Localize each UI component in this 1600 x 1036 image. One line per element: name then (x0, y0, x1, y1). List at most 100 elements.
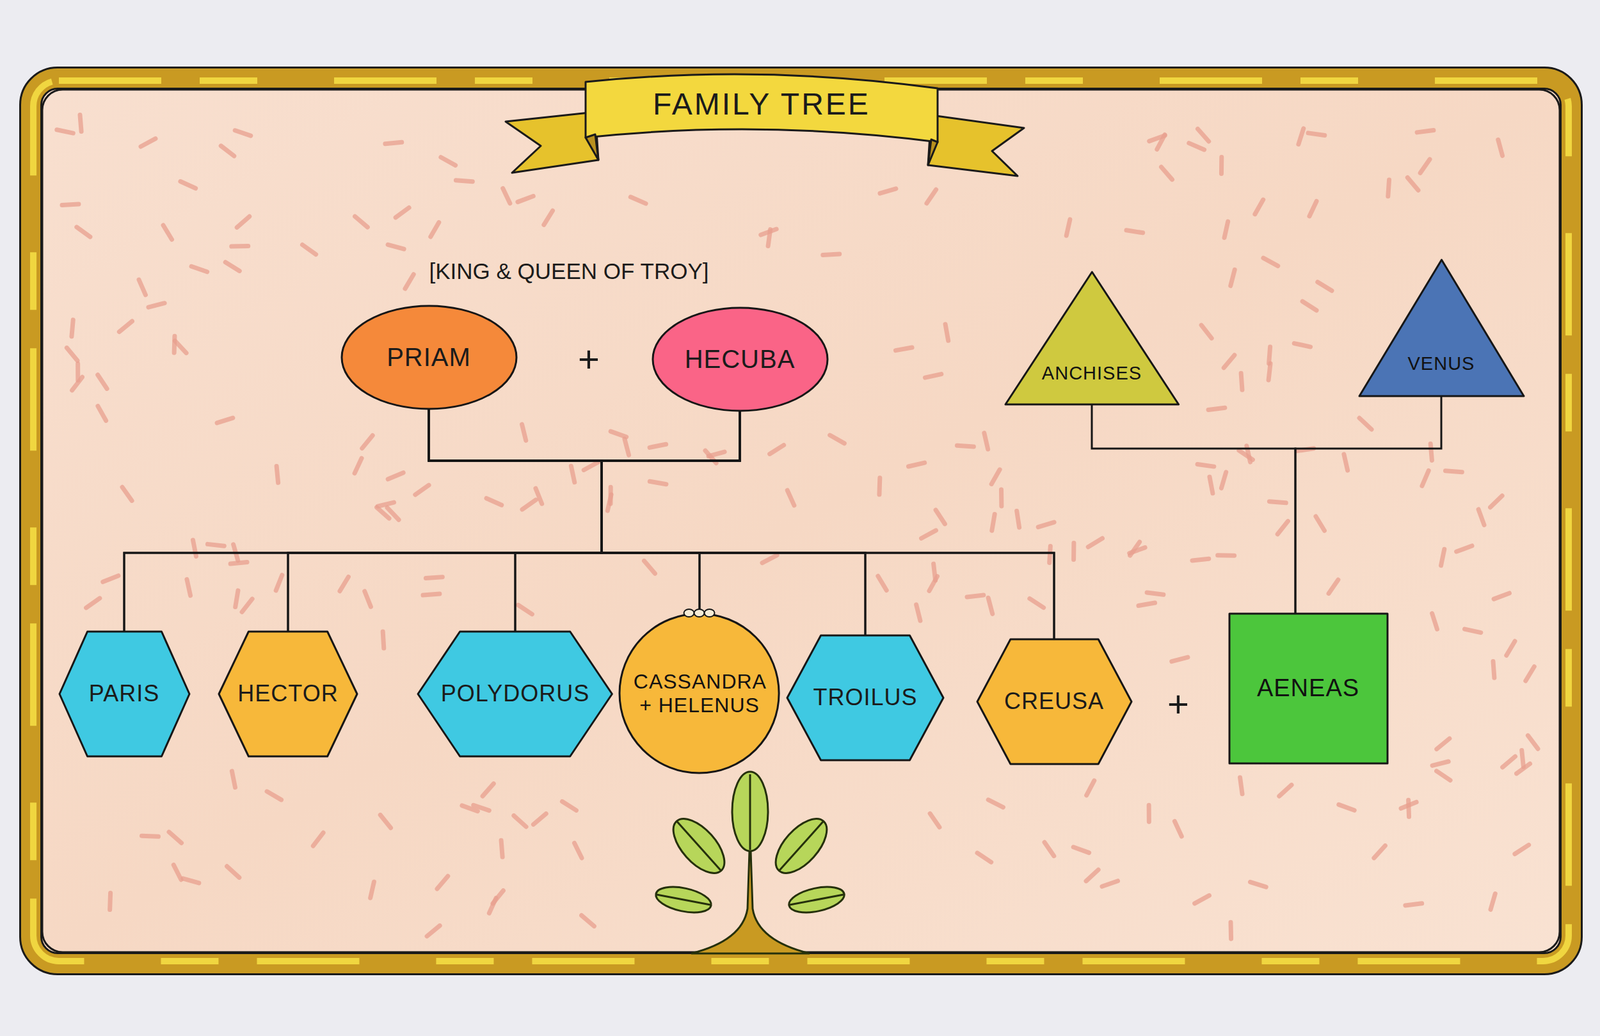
leaf-vein (749, 774, 752, 850)
dash-mark (1219, 157, 1224, 175)
dash-mark (1086, 869, 1099, 882)
dash-mark (482, 784, 494, 797)
dash-mark (1294, 343, 1311, 348)
frame-inner-line (42, 89, 1560, 953)
dash-mark (302, 244, 316, 255)
dash-mark (119, 321, 132, 333)
dash-mark (830, 435, 845, 444)
person-name: VENUS (1408, 353, 1476, 375)
dash-mark (1016, 510, 1020, 528)
dash-mark (1298, 128, 1304, 145)
dash-mark (1073, 847, 1089, 854)
dash-mark (173, 865, 182, 880)
dash-mark (1374, 846, 1385, 859)
child-hexagon: POLYDORUS (416, 630, 614, 758)
leaf (664, 810, 734, 882)
person-name: CREUSA (1004, 688, 1104, 715)
dash-mark (1416, 130, 1434, 133)
dash-mark (1432, 613, 1438, 630)
dash-mark (275, 575, 283, 591)
dash-mark (583, 462, 599, 471)
person-name: HECTOR (237, 680, 338, 707)
dash-mark (385, 142, 402, 144)
dash-mark (1102, 881, 1119, 888)
dash-mark (581, 915, 595, 927)
shape-fill (417, 631, 612, 757)
dash-mark (1498, 139, 1503, 156)
dash-mark (1493, 661, 1495, 678)
dash-mark (649, 481, 667, 484)
dash-mark (1268, 363, 1271, 381)
dash-mark (71, 320, 73, 337)
dash-mark (405, 274, 414, 289)
dash-mark (183, 878, 200, 884)
child-square: AENEAS (1227, 611, 1390, 766)
banner-tail-left (505, 112, 599, 173)
dash-mark (227, 866, 240, 878)
dash-mark (1255, 199, 1264, 215)
dash-mark (649, 444, 666, 448)
dash-mark (141, 835, 159, 837)
family-line (601, 410, 866, 637)
dash-mark (1359, 417, 1372, 430)
dash-mark (1269, 346, 1271, 364)
dash-mark (762, 555, 777, 564)
shape-fill (341, 305, 517, 409)
dash-mark (908, 462, 925, 467)
dash-mark (503, 188, 511, 203)
parent-ellipse: PRIAM (339, 304, 519, 411)
leaves-illustration (653, 771, 847, 954)
leaf-vein (677, 821, 721, 871)
family-line (601, 410, 1055, 640)
dash-mark (355, 216, 368, 228)
dash-mark (522, 424, 527, 441)
dash-mark (933, 563, 936, 581)
dash-mark (1149, 135, 1165, 142)
dash-mark (80, 115, 82, 132)
person-name: AENEAS (1256, 674, 1360, 703)
title-text: FAMILY TREE (652, 87, 871, 122)
dash-mark (1436, 738, 1450, 750)
child-hexagon: TROILUS (785, 634, 945, 762)
dash-mark (440, 157, 456, 166)
dash-mark (122, 487, 132, 501)
person-name: CASSANDRA + HELENUS (633, 670, 766, 718)
dash-mark (148, 303, 165, 308)
dash-mark (192, 540, 196, 557)
leaf-vein (656, 894, 711, 905)
dash-mark (486, 498, 502, 506)
leaf-vein (789, 894, 844, 905)
dash-mark (437, 876, 448, 889)
dash-mark (216, 417, 233, 424)
dash-mark (610, 431, 626, 438)
dash-mark (1317, 282, 1332, 292)
banner-tail-right (928, 115, 1024, 176)
dash-mark (1456, 545, 1472, 552)
dash-mark (1525, 666, 1535, 681)
dash-mark (66, 348, 78, 361)
dash-mark (370, 881, 375, 898)
dash-mark (1309, 200, 1317, 217)
dash-mark (387, 244, 404, 249)
dash-mark (522, 499, 536, 510)
dash-mark (1240, 373, 1243, 390)
dash-mark (876, 478, 882, 495)
dash-mark (1420, 159, 1430, 173)
dash-mark (1506, 641, 1515, 656)
dash-mark (180, 181, 196, 189)
dash-mark (787, 490, 795, 506)
frame-border (30, 78, 1572, 964)
dash-mark (1189, 143, 1205, 150)
dash-texture (56, 115, 1538, 940)
dash-mark (455, 180, 473, 182)
dash-mark (1422, 470, 1429, 486)
dash-mark (1129, 547, 1145, 554)
child-circle: CASSANDRA + HELENUS (617, 611, 781, 776)
dash-mark (1126, 230, 1144, 233)
dash-mark (624, 439, 630, 456)
dash-mark (1223, 355, 1235, 368)
dash-mark (984, 433, 989, 450)
dash-mark (1088, 538, 1103, 548)
dash-mark (426, 926, 440, 937)
dash-mark (1197, 464, 1215, 468)
